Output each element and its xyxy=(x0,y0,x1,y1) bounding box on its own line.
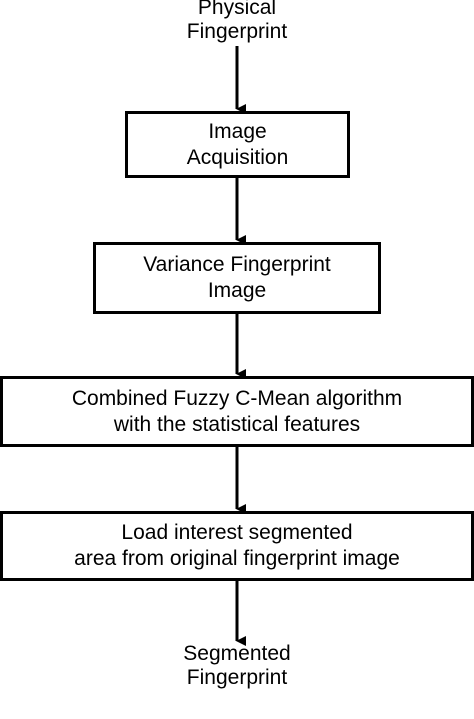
step-2-line-2: Image xyxy=(207,279,267,302)
start-label: Physical Fingerprint xyxy=(0,0,474,44)
step-1-line-2: Acquisition xyxy=(186,145,289,169)
step-1-line-1: Image xyxy=(208,119,267,143)
step-2-line-1: Variance Fingerprint xyxy=(143,253,331,276)
end-label-line-1: Segmented xyxy=(183,642,291,665)
step-3-line-1: Combined Fuzzy C-Mean algorithm xyxy=(71,386,403,410)
step-combined-fuzzy-c-mean: Combined Fuzzy C-Mean algorithm with the… xyxy=(0,376,474,447)
start-label-line-2: Fingerprint xyxy=(186,20,288,43)
step-3-line-2: with the statistical features xyxy=(113,412,361,436)
end-label: Segmented Fingerprint xyxy=(0,642,474,690)
end-label-line-2: Fingerprint xyxy=(186,666,288,689)
step-image-acquisition: Image Acquisition xyxy=(125,111,350,178)
step-4-line-2: area from original fingerprint image xyxy=(74,547,400,570)
step-variance-fingerprint-image: Variance Fingerprint Image xyxy=(93,242,381,314)
step-load-interest-segmented-area: Load interest segmented area from origin… xyxy=(0,511,474,581)
start-label-line-1: Physical xyxy=(197,0,277,19)
step-4-line-1: Load interest segmented xyxy=(121,521,353,544)
